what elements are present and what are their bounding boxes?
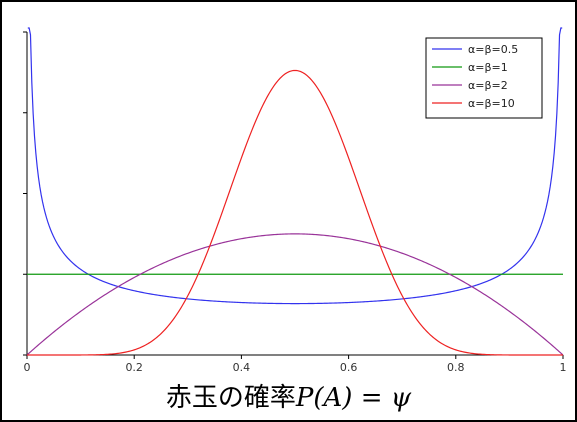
series-layer bbox=[26, 27, 564, 356]
legend-label: α=β=2 bbox=[468, 79, 508, 92]
x-axis-label-text: 赤玉の確率 bbox=[165, 383, 296, 413]
legend-label: α=β=10 bbox=[468, 97, 515, 110]
x-tick-label: 0.2 bbox=[125, 361, 143, 374]
x-axis-label: 赤玉の確率P(A) = ψ bbox=[0, 380, 577, 416]
legend-label: α=β=1 bbox=[468, 61, 508, 74]
x-tick-label: 0 bbox=[24, 361, 31, 374]
x-tick-label: 1 bbox=[560, 361, 567, 374]
x-tick-label: 0.4 bbox=[233, 361, 251, 374]
legend: α=β=0.5 α=β=1 α=β=2 α=β=10 bbox=[425, 37, 543, 119]
series-line-3 bbox=[27, 69, 563, 356]
legend-label: α=β=0.5 bbox=[468, 43, 518, 56]
x-tick-label: 0.6 bbox=[340, 361, 358, 374]
series-line-0 bbox=[27, 27, 563, 305]
axes: 0 0.2 0.4 0.6 0.8 1 bbox=[23, 31, 567, 374]
x-axis-label-math: P(A) = ψ bbox=[295, 383, 412, 413]
series-line-2 bbox=[26, 233, 564, 356]
legend-box bbox=[425, 37, 543, 119]
x-tick-label: 0.8 bbox=[447, 361, 465, 374]
